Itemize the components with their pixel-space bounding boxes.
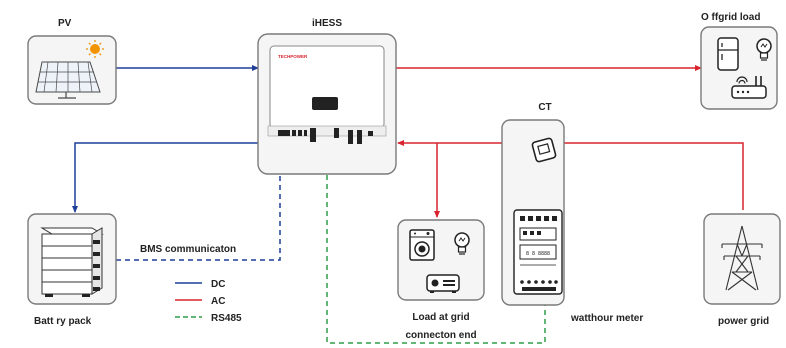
battery-pack-icon	[40, 227, 104, 297]
power-grid-node: power grid	[703, 213, 781, 327]
ihess-label: iHESS	[312, 18, 342, 29]
offgrid-label: O ffgrid load	[701, 12, 760, 23]
inverter-icon: TECHPOWER	[267, 45, 387, 144]
rs485-line	[326, 175, 546, 344]
battery-label: Batt ry pack	[34, 316, 92, 327]
sun-icon	[86, 40, 104, 58]
inverter-display	[312, 97, 338, 110]
ct-label: CT	[538, 102, 551, 113]
load-grid-label-line1: Load at grid	[412, 312, 469, 323]
solar-panel-icon	[35, 61, 101, 99]
load-grid-node: Load at grid connecton end	[397, 219, 485, 341]
ihess-brand: TECHPOWER	[278, 54, 308, 59]
legend-ac-label: AC	[211, 296, 225, 307]
watthour-meter-icon: 8 8 8888	[513, 209, 563, 295]
pv-node: PV	[27, 18, 117, 105]
legend-dc-label: DC	[211, 279, 225, 290]
bms-comm-line	[116, 175, 281, 261]
projector-icon	[426, 274, 460, 293]
battery-node: Batt ry pack	[27, 213, 117, 327]
ihess-to-battery-line	[72, 142, 258, 213]
power-grid-label: power grid	[718, 316, 769, 327]
pv-label: PV	[58, 18, 72, 29]
legend: DC AC RS485	[175, 279, 242, 324]
grid-to-ihess-line	[564, 142, 744, 210]
fridge-icon	[717, 37, 739, 71]
ihess-node: iHESS TECHPOWER	[257, 18, 397, 175]
meter-display: 8 8 8888	[526, 251, 550, 257]
ct-node: CT 8 8 8888 wattho	[501, 102, 643, 324]
light-bulb-icon	[756, 38, 772, 61]
current-transformer-icon	[531, 137, 557, 163]
light-bulb-icon	[454, 232, 470, 255]
legend-rs485-label: RS485	[211, 313, 242, 324]
load-grid-label-line2: connecton end	[405, 330, 476, 341]
router-icon	[731, 76, 767, 99]
bms-comm-label: BMS communicaton	[140, 244, 236, 255]
washing-machine-icon	[409, 229, 435, 261]
offgrid-node: O ffgrid load	[700, 12, 778, 110]
meter-label: watthour meter	[570, 313, 643, 324]
transmission-tower-icon	[721, 225, 763, 291]
